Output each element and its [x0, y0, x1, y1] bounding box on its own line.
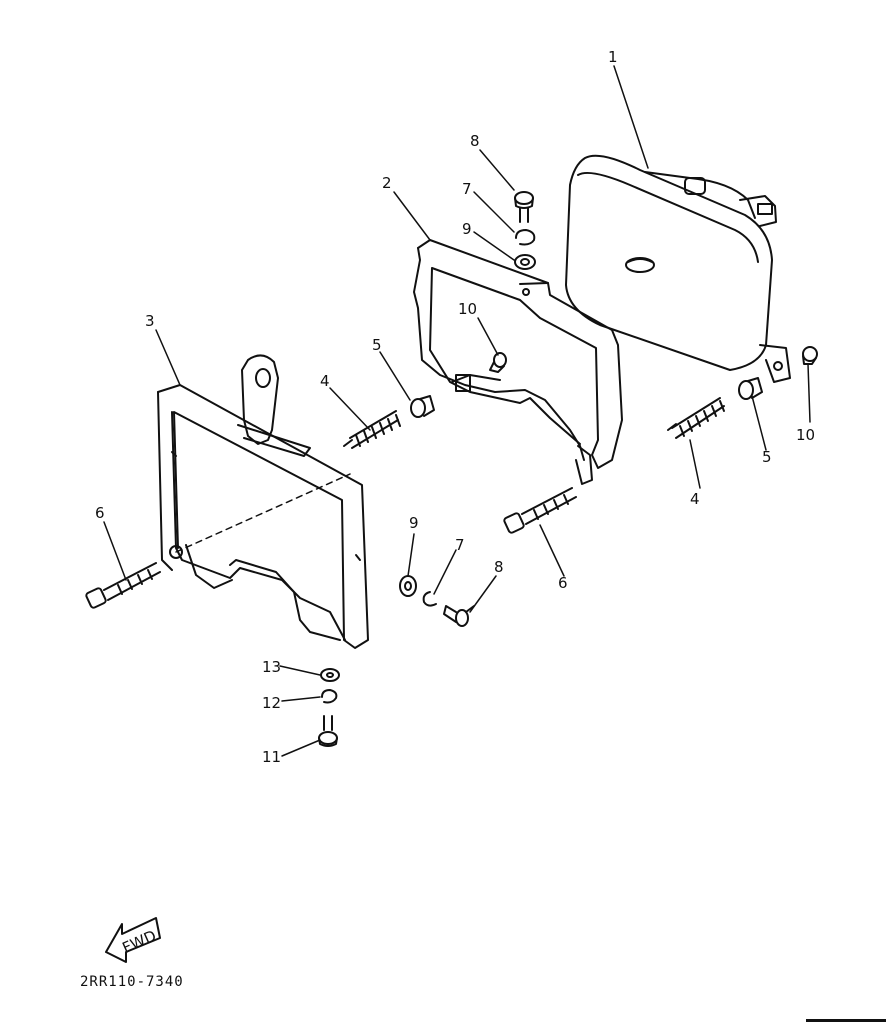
alignment-line — [175, 473, 351, 553]
inner-bracket — [413, 239, 623, 485]
callout-8-lower: 8 — [494, 558, 504, 576]
cap-inner — [489, 352, 507, 373]
front-frame — [157, 354, 369, 649]
callout-4-right: 4 — [690, 490, 700, 508]
callout-labels: 1 2 3 4 4 5 5 6 6 7 7 8 8 9 9 10 10 11 1… — [95, 48, 815, 957]
headlight-unit — [565, 154, 791, 383]
callout-5-left: 5 — [372, 336, 382, 354]
fwd-arrow-icon — [105, 917, 161, 963]
fwd-label: FWD — [120, 927, 159, 958]
bolt-top — [514, 191, 534, 223]
callout-10-outer: 10 — [796, 426, 815, 444]
callout-12: 12 — [262, 694, 281, 712]
leader-lines — [103, 65, 811, 757]
washer-12 — [321, 689, 338, 704]
callout-6-right: 6 — [558, 574, 568, 592]
callout-4-left: 4 — [320, 372, 330, 390]
bolt-lower — [443, 605, 475, 627]
callout-7-lower: 7 — [455, 536, 465, 554]
screw-11 — [318, 715, 338, 747]
callout-9-lower: 9 — [409, 514, 419, 532]
callout-7-top: 7 — [462, 180, 472, 198]
callout-9-top: 9 — [462, 220, 472, 238]
callout-6-left: 6 — [95, 504, 105, 522]
adjuster-nut-left — [410, 395, 435, 418]
lock-washer-lower — [422, 591, 437, 607]
flat-washer-lower — [399, 575, 417, 597]
callout-2: 2 — [382, 174, 392, 192]
callout-13: 13 — [262, 658, 281, 676]
spring-left — [343, 410, 401, 449]
callout-3: 3 — [145, 312, 155, 330]
spring-right — [667, 397, 725, 439]
part-code: 2RR110-7340 — [80, 974, 184, 990]
callout-1: 1 — [608, 48, 618, 66]
screw-left — [85, 562, 161, 609]
washer-13 — [320, 668, 340, 682]
adjuster-nut-right — [738, 377, 763, 400]
callout-10-inner: 10 — [458, 300, 477, 318]
screw-right — [503, 487, 577, 534]
corner-bar-mark — [806, 1019, 886, 1022]
flat-washer-top — [514, 254, 536, 270]
callout-5-right: 5 — [762, 448, 772, 466]
callout-8-top: 8 — [470, 132, 480, 150]
lock-washer-top — [515, 229, 536, 246]
cap-outer — [802, 346, 818, 365]
callout-11: 11 — [262, 748, 281, 766]
